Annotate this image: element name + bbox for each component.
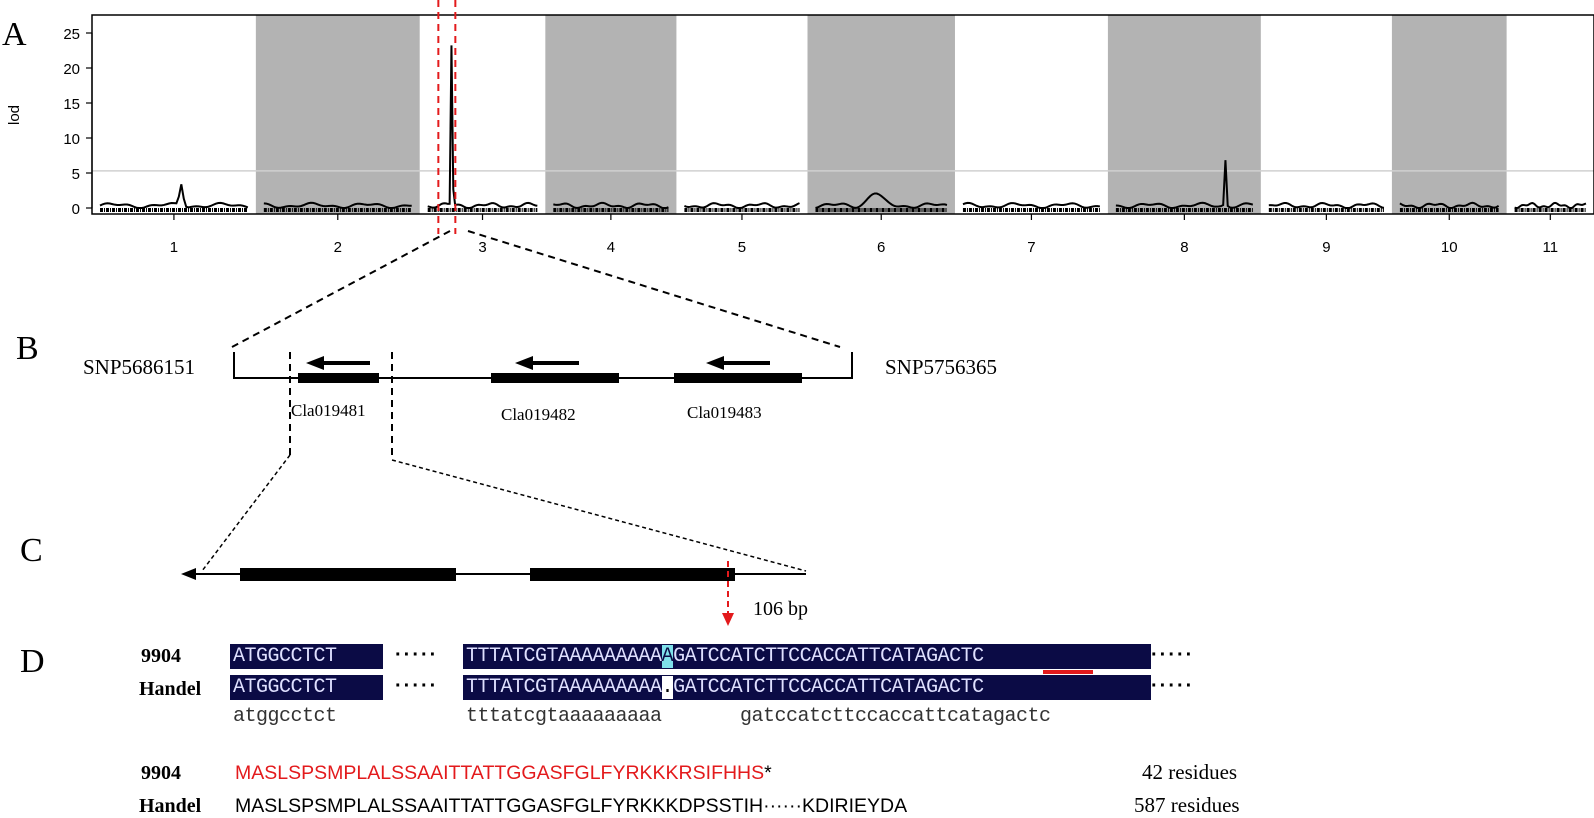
seq-block-2b: TTTATCGTAAAAAAAAA.GATCCATCTTCCACCATTCATA… (463, 675, 1151, 700)
x-tick-label-5: 5 (738, 239, 746, 256)
lod-curve-chr-10 (1399, 201, 1500, 210)
x-tick-label-11: 11 (1543, 239, 1559, 256)
lod-curve-chr-11 (1514, 201, 1587, 209)
protein-seq-1-text: MASLSPSMPLALSSAAITTATTGGASFGLFYRKKKRSIFH… (235, 762, 765, 784)
chromosome-band-4 (545, 15, 677, 214)
seq-block-2b-left: TTTATCGTAAAAAAAAA (466, 676, 662, 699)
chromosome-band-6 (807, 15, 955, 214)
residue-count-1: 42 residues (1142, 760, 1238, 784)
panel-letter-c: C (20, 532, 43, 569)
y-axis-label: lod (6, 105, 23, 125)
gene-model-arrowhead (181, 568, 196, 580)
residue-count-2: 587 residues (1134, 793, 1240, 817)
alignment-sample-2: Handel (139, 678, 202, 700)
gap-dots-2a: ····· (1151, 644, 1195, 666)
y-tick-label-15: 15 (63, 96, 80, 113)
consensus-3: gatccatcttccaccattcatagactc (740, 705, 1051, 728)
protein-sample-1: 9904 (141, 762, 181, 784)
snp-right-label: SNP5756365 (885, 355, 998, 379)
lod-curve-chr-4 (553, 201, 669, 209)
exon-1 (240, 568, 456, 581)
gene-model (181, 561, 806, 626)
y-tick-label-25: 25 (63, 26, 80, 43)
gene-block-cla019483 (674, 373, 802, 383)
lod-curve-chr-8 (1115, 160, 1254, 210)
protein-seq-1: MASLSPSMPLALSSAAITTATTGGASFGLFYRKKKRSIFH… (235, 762, 772, 785)
seq-block-1a: ATGGCCTCT (230, 644, 383, 669)
x-tick-label-4: 4 (607, 239, 615, 256)
gene-label-cla019482: Cla019482 (501, 405, 576, 424)
x-tick-label-8: 8 (1180, 239, 1188, 256)
arrow-cla019482 (515, 356, 579, 370)
seq-block-2a-left: TTTATCGTAAAAAAAAA (466, 645, 662, 668)
arrow-cla019483 (706, 356, 770, 370)
seq-block-1b: ATGGCCTCT (230, 675, 383, 700)
arrow-cla019481 (306, 356, 370, 370)
x-tick-label-9: 9 (1322, 239, 1330, 256)
gap-dots-2b: ····· (1151, 675, 1195, 697)
y-tick-label-0: 0 (72, 201, 80, 218)
snp-left-label: SNP5686151 (83, 355, 196, 379)
chromosome-band-10 (1391, 15, 1507, 214)
gap-dots-1b: ····· (395, 675, 439, 697)
y-tick-label-5: 5 (72, 166, 80, 183)
x-tick-label-7: 7 (1027, 239, 1035, 256)
lod-curve-chr-3 (427, 45, 538, 209)
panel-letter-b: B (16, 330, 39, 367)
gene-block-cla019482 (491, 373, 619, 383)
y-tick-label-20: 20 (63, 61, 80, 78)
exon-2 (530, 568, 735, 581)
panel-letter-a: A (2, 16, 27, 53)
lod-plot: 0 5 10 15 20 25 lod 1 2 3 4 5 6 7 8 9 10 11 (6, 0, 1594, 256)
lod-curve-chr-6 (815, 192, 948, 209)
mutation-marker-arrowhead (722, 613, 734, 626)
lod-curve-chr-2 (263, 201, 412, 209)
stop-symbol: * (764, 762, 772, 784)
zoom-line-c-left (201, 454, 291, 572)
consensus-1: atggcctct (233, 705, 337, 728)
lod-curve-chr-7 (962, 201, 1101, 209)
x-tick-label-10: 10 (1441, 239, 1458, 256)
region-map (233, 352, 853, 460)
chromosome-band-2 (255, 15, 420, 214)
lod-curve-chr-1 (99, 184, 249, 209)
x-tick-label-3: 3 (478, 239, 486, 256)
consensus-2: tttatcgtaaaaaaaaa (466, 705, 662, 728)
seq-block-2a: TTTATCGTAAAAAAAAAAGATCCATCTTCCACCATTCATA… (463, 644, 1151, 669)
gene-label-cla019483: Cla019483 (687, 403, 762, 422)
zoom-line-left (231, 230, 451, 348)
gap-dots-1a: ····· (395, 644, 439, 666)
deletion-gap: . (661, 676, 674, 699)
mutation-position-label: 106 bp (753, 598, 808, 620)
protein-seq-2: MASLSPSMPLALSSAAITTATTGGASFGLFYRKKKDPSST… (235, 795, 908, 817)
protein-sample-2: Handel (139, 795, 202, 817)
y-tick-label-10: 10 (63, 131, 80, 148)
zoom-line-c-right (391, 459, 807, 572)
x-tick-label-2: 2 (334, 239, 342, 256)
zoom-line-right (467, 230, 841, 348)
alignment-sample-1: 9904 (141, 645, 181, 667)
seq-block-2b-right: GATCCATCTTCCACCATTCATAGACTC (673, 676, 984, 699)
gene-label-cla019481: Cla019481 (291, 401, 366, 420)
insertion-base: A (661, 645, 674, 668)
x-tick-label-6: 6 (877, 239, 885, 256)
seq-block-2a-right: GATCCATCTTCCACCATTCATAGACTC (673, 645, 984, 668)
lod-curve-chr-9 (1268, 201, 1385, 209)
gene-block-cla019481 (298, 373, 379, 383)
lod-curve-chr-5 (684, 202, 800, 209)
panel-letter-d: D (20, 643, 45, 680)
chromosome-band-8 (1107, 15, 1261, 214)
x-tick-label-1: 1 (170, 239, 178, 256)
